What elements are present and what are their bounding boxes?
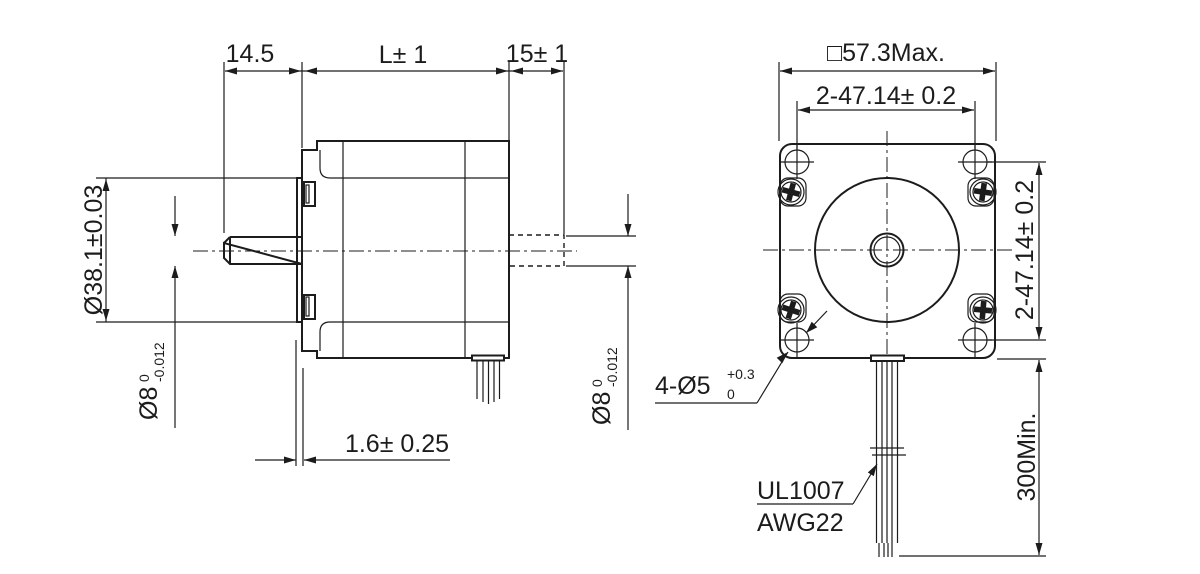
dim-pilot-diameter-text: Ø38.1±0.03 bbox=[80, 185, 108, 315]
dim-rear-shaft-length: 15± 1 bbox=[506, 40, 568, 68]
side-screw-heads bbox=[303, 181, 316, 320]
screw-bottom-left bbox=[777, 293, 807, 324]
dim-lead-length: 300Min. bbox=[899, 358, 1046, 557]
front-view: □57.3Max. 2-47.14± 0.2 2-47.14± 0.2 bbox=[655, 39, 1046, 557]
side-lead-wires bbox=[471, 354, 505, 404]
lead-wire-spec-line2: AWG22 bbox=[757, 509, 844, 537]
screw-top-right bbox=[967, 177, 997, 207]
dim-hole-spacing-horizontal: 2-47.14± 0.2 bbox=[796, 82, 976, 149]
side-output-shaft bbox=[223, 236, 303, 265]
dim-mounting-holes: 4-Ø5 +0.3 0 bbox=[655, 310, 828, 404]
dim-mounting-holes-base: 4-Ø5 bbox=[655, 372, 711, 400]
screw-bottom-right bbox=[967, 293, 997, 324]
dim-rear-shaft-diameter: Ø8 0 -0.012 bbox=[566, 194, 636, 430]
dim-hole-spacing-vertical: 2-47.14± 0.2 bbox=[988, 161, 1046, 341]
side-motor-body bbox=[301, 140, 510, 359]
dim-hole-spacing-vertical-text: 2-47.14± 0.2 bbox=[1011, 180, 1039, 320]
mounting-hole-top-right bbox=[958, 145, 992, 179]
dim-rear-shaft-dia-base: Ø8 bbox=[588, 392, 616, 425]
side-view: 14.5 L± 1 15± 1 Ø38.1±0.03 Ø8 0 -0.012 bbox=[80, 40, 636, 466]
dim-hole-spacing-horizontal-text: 2-47.14± 0.2 bbox=[816, 82, 956, 110]
dim-front-shaft-length: 14.5 bbox=[226, 40, 275, 68]
dim-side-top: 14.5 L± 1 15± 1 bbox=[223, 40, 568, 234]
dim-rear-shaft-dia-upper: 0 bbox=[589, 379, 605, 387]
lead-wire-spec-line1: UL1007 bbox=[757, 477, 845, 505]
dim-front-shaft-dia-upper: 0 bbox=[136, 374, 152, 382]
front-corner-screws bbox=[777, 177, 997, 324]
dim-pilot-diameter: Ø38.1±0.03 bbox=[80, 177, 299, 323]
dim-pilot-height-text: 1.6± 0.25 bbox=[345, 430, 449, 458]
dim-pilot-height: 1.6± 0.25 bbox=[255, 340, 450, 466]
front-centerlines bbox=[763, 131, 1012, 377]
dim-lead-length-text: 300Min. bbox=[1013, 413, 1041, 502]
dim-front-shaft-diameter: Ø8 0 -0.012 bbox=[135, 196, 179, 428]
dim-front-shaft-dia-base: Ø8 bbox=[135, 387, 163, 420]
dim-body-width-text: □57.3Max. bbox=[827, 39, 945, 67]
screw-top-left bbox=[777, 177, 807, 207]
front-mounting-holes bbox=[780, 145, 992, 357]
mounting-hole-bottom-right bbox=[958, 323, 992, 357]
mounting-hole-bottom-left bbox=[780, 323, 814, 357]
dim-mounting-holes-lower: 0 bbox=[727, 386, 735, 402]
dim-mounting-holes-upper: +0.3 bbox=[727, 366, 755, 382]
dim-body-length: L± 1 bbox=[379, 41, 427, 69]
dim-front-shaft-dia-lower: -0.012 bbox=[151, 342, 167, 382]
dim-body-width: □57.3Max. bbox=[778, 39, 997, 141]
side-pilot-boss bbox=[296, 177, 303, 323]
mounting-hole-top-left bbox=[780, 145, 814, 179]
dim-rear-shaft-dia-lower: -0.012 bbox=[604, 347, 620, 387]
front-lead-wires bbox=[870, 354, 906, 557]
lead-wire-spec: UL1007 AWG22 bbox=[757, 463, 878, 537]
side-rear-shaft-hidden bbox=[509, 234, 565, 267]
